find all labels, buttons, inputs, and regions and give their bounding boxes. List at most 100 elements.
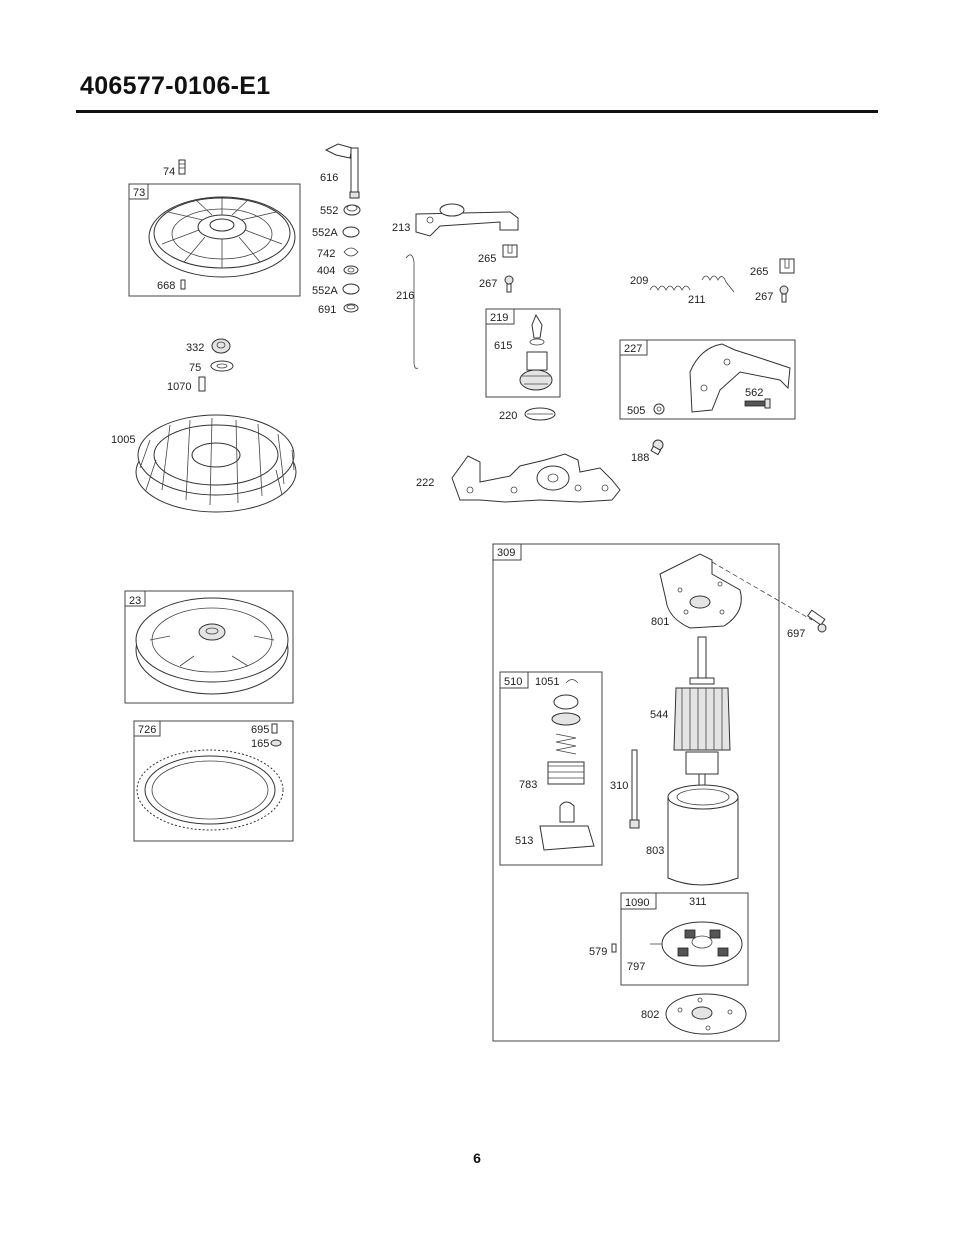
box-510 bbox=[499, 671, 603, 866]
part-265-clip-b bbox=[779, 258, 795, 274]
label-544: 544 bbox=[650, 709, 668, 721]
part-1005-fan bbox=[135, 414, 297, 513]
part-562-screw bbox=[744, 398, 771, 409]
box-23 bbox=[124, 590, 294, 704]
label-220: 220 bbox=[499, 410, 517, 422]
label-188: 188 bbox=[631, 452, 649, 464]
label-222: 222 bbox=[416, 477, 434, 489]
label-552a-1: 552A bbox=[312, 227, 338, 239]
label-267-b: 267 bbox=[755, 291, 773, 303]
label-797: 797 bbox=[627, 961, 645, 973]
part-267-screw bbox=[504, 275, 514, 293]
part-552-bushing bbox=[343, 204, 361, 216]
part-691-nut bbox=[343, 303, 359, 313]
label-742: 742 bbox=[317, 248, 335, 260]
part-310-bolt bbox=[629, 749, 640, 829]
label-801: 801 bbox=[651, 616, 669, 628]
part-801-end-cap bbox=[659, 553, 742, 629]
label-1005: 1005 bbox=[111, 434, 135, 446]
label-552: 552 bbox=[320, 205, 338, 217]
part-188-screw bbox=[650, 439, 664, 456]
label-1070: 1070 bbox=[167, 381, 191, 393]
label-211: 211 bbox=[688, 294, 706, 306]
label-209: 209 bbox=[630, 275, 648, 287]
label-310: 310 bbox=[610, 780, 628, 792]
part-75-washer bbox=[210, 360, 234, 372]
part-510-drive-kit bbox=[539, 694, 595, 851]
part-1051-clip bbox=[565, 679, 579, 684]
part-742-clip bbox=[343, 247, 359, 257]
label-616: 616 bbox=[320, 172, 338, 184]
part-404-washer bbox=[343, 265, 359, 275]
part-211-spring bbox=[701, 275, 735, 293]
box-1090 bbox=[620, 892, 749, 986]
label-695: 695 bbox=[251, 724, 269, 736]
part-552a-seal bbox=[342, 226, 360, 238]
label-1090: 1090 bbox=[625, 897, 649, 909]
title-rule bbox=[76, 110, 878, 113]
box-73 bbox=[128, 183, 301, 297]
label-265-a: 265 bbox=[478, 253, 496, 265]
label-219: 219 bbox=[490, 312, 508, 324]
label-552a-2: 552A bbox=[312, 285, 338, 297]
label-1051: 1051 bbox=[535, 676, 559, 688]
label-311: 311 bbox=[689, 896, 707, 908]
box-227 bbox=[619, 339, 796, 420]
part-544-armature bbox=[673, 636, 731, 789]
part-505-nut bbox=[653, 403, 665, 415]
label-668: 668 bbox=[157, 280, 175, 292]
part-222-plate bbox=[451, 453, 621, 503]
part-265-clip bbox=[502, 244, 518, 258]
part-227-bracket bbox=[689, 343, 791, 413]
part-802-end-plate bbox=[665, 993, 747, 1035]
page-number: 6 bbox=[473, 1150, 481, 1166]
part-1090-brush-plate bbox=[650, 921, 743, 967]
label-75: 75 bbox=[189, 362, 201, 374]
part-552a-seal-2 bbox=[342, 283, 360, 295]
label-803: 803 bbox=[646, 845, 664, 857]
label-615: 615 bbox=[494, 340, 512, 352]
label-23: 23 bbox=[129, 595, 141, 607]
box-309 bbox=[492, 543, 780, 1042]
label-783: 783 bbox=[519, 779, 537, 791]
part-23-flywheel bbox=[135, 597, 289, 695]
part-332-nut bbox=[211, 338, 231, 354]
label-691: 691 bbox=[318, 304, 336, 316]
part-219-governor bbox=[519, 313, 553, 391]
label-213: 213 bbox=[392, 222, 410, 234]
label-510: 510 bbox=[504, 676, 522, 688]
label-505: 505 bbox=[627, 405, 645, 417]
label-73: 73 bbox=[133, 187, 145, 199]
part-1070-screw bbox=[198, 376, 206, 392]
part-165-washer bbox=[270, 739, 282, 747]
part-726-ring-gear bbox=[136, 749, 284, 831]
label-227: 227 bbox=[624, 343, 642, 355]
part-616-shaft bbox=[324, 143, 360, 199]
page-title: 406577-0106-E1 bbox=[80, 72, 271, 100]
part-668-pin bbox=[180, 279, 186, 290]
label-74: 74 bbox=[163, 166, 175, 178]
part-74-screw bbox=[178, 159, 186, 175]
label-726: 726 bbox=[138, 724, 156, 736]
part-73-rotating-screen bbox=[148, 196, 296, 278]
label-216: 216 bbox=[396, 290, 414, 302]
box-726 bbox=[133, 720, 294, 842]
box-219 bbox=[485, 308, 561, 398]
leader-697 bbox=[711, 561, 813, 621]
label-332: 332 bbox=[186, 342, 204, 354]
part-213-bracket bbox=[415, 203, 519, 237]
label-562: 562 bbox=[745, 387, 763, 399]
label-404: 404 bbox=[317, 265, 335, 277]
part-216-link bbox=[405, 254, 419, 369]
label-265-b: 265 bbox=[750, 266, 768, 278]
part-695-screw bbox=[271, 723, 278, 734]
part-209-spring bbox=[649, 285, 691, 291]
part-697-screw bbox=[807, 609, 827, 633]
label-309: 309 bbox=[497, 547, 515, 559]
label-267-a: 267 bbox=[479, 278, 497, 290]
label-802: 802 bbox=[641, 1009, 659, 1021]
part-220-washer bbox=[524, 407, 556, 421]
part-803-housing bbox=[667, 784, 739, 886]
part-267-screw-b bbox=[779, 285, 789, 303]
